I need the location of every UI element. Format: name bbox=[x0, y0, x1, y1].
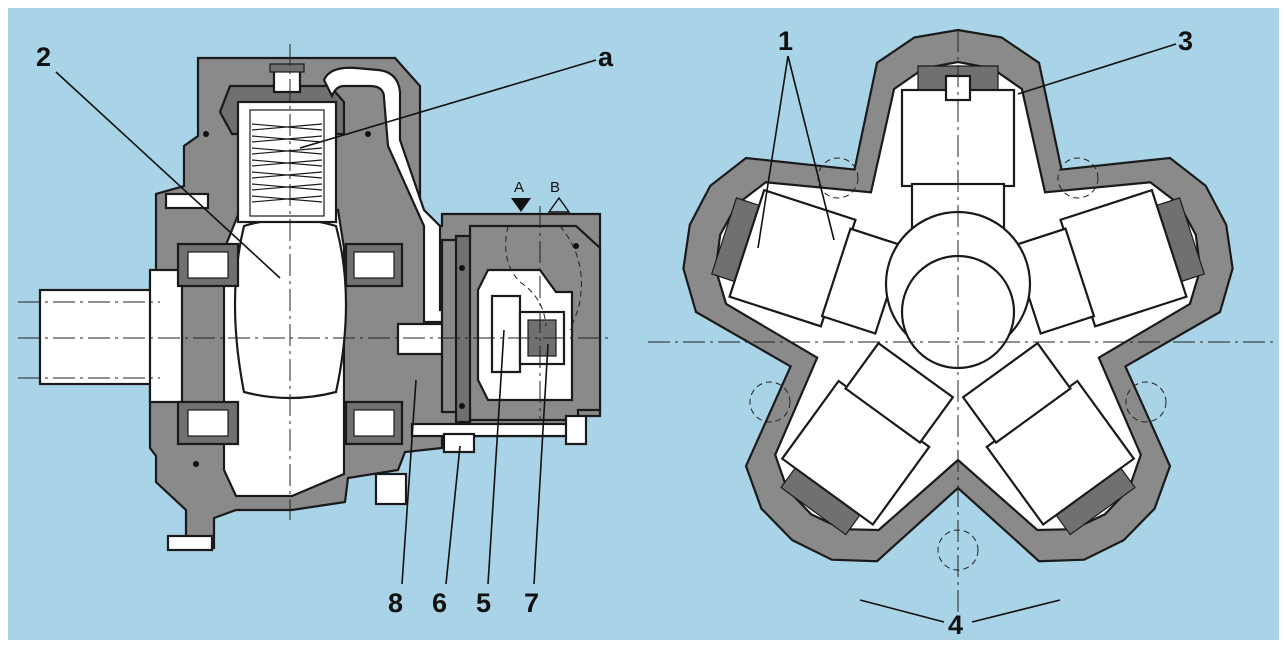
tie-bolt-head bbox=[564, 414, 588, 446]
valve-plate bbox=[490, 294, 522, 374]
callout-1: 1 bbox=[778, 26, 793, 56]
port-b-marker bbox=[547, 196, 571, 213]
leader-3 bbox=[1017, 43, 1177, 95]
callout-a: a bbox=[598, 42, 614, 72]
leader-4b bbox=[971, 599, 1061, 623]
piston-inner bbox=[249, 109, 325, 217]
leader-7 bbox=[533, 343, 549, 585]
port-label-b: B bbox=[550, 179, 560, 196]
port-a-marker bbox=[511, 198, 531, 212]
port-label-a: A bbox=[514, 179, 524, 196]
callout-2: 2 bbox=[36, 42, 51, 72]
leader-1a bbox=[757, 55, 789, 249]
leader-1b bbox=[787, 55, 835, 241]
piston-spring bbox=[251, 123, 323, 203]
leader-8 bbox=[401, 379, 417, 585]
flange-bolt-bottom bbox=[166, 534, 214, 552]
leader-a bbox=[299, 59, 597, 149]
output-shaft bbox=[38, 288, 162, 386]
port-b-contour bbox=[559, 225, 582, 331]
radial-cylinder bbox=[780, 341, 955, 536]
leader-2 bbox=[55, 71, 281, 279]
seals-side bbox=[193, 131, 579, 467]
distributor-flange bbox=[454, 234, 472, 424]
callout-5: 5 bbox=[476, 588, 491, 618]
radial-section-view bbox=[648, 28, 1278, 612]
bleed-screw-head bbox=[269, 63, 305, 73]
radial-cylinder bbox=[961, 341, 1136, 536]
callout-4: 4 bbox=[948, 610, 963, 640]
bearing-right bbox=[344, 242, 404, 446]
cylinder-piston bbox=[844, 341, 955, 445]
bearing-left bbox=[176, 242, 240, 446]
leader-4a bbox=[859, 599, 945, 623]
side-section-view bbox=[18, 44, 610, 552]
flange-bolt-top bbox=[164, 192, 210, 210]
leader-5 bbox=[487, 329, 505, 585]
shaft-collar bbox=[148, 268, 184, 404]
callout-7: 7 bbox=[524, 588, 539, 618]
leader-6 bbox=[445, 445, 461, 585]
callout-3: 3 bbox=[1178, 26, 1193, 56]
callout-6: 6 bbox=[432, 588, 447, 618]
drain-plug bbox=[374, 472, 408, 506]
callouts: 2 a A B 8 6 5 7 1 3 4 bbox=[36, 26, 1193, 640]
cylinder-piston bbox=[961, 341, 1072, 445]
callout-8: 8 bbox=[388, 588, 403, 618]
